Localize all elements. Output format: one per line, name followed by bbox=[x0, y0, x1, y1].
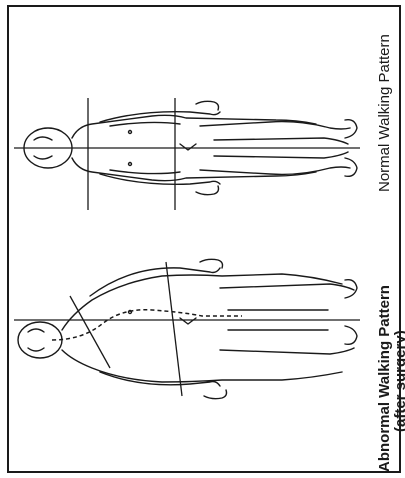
abnormal-shoulder-line bbox=[70, 296, 110, 368]
abnormal-hip-line bbox=[166, 262, 182, 396]
abnormal-label-line1: Abnormal Walking Pattern bbox=[376, 285, 393, 472]
figure-border bbox=[8, 6, 400, 472]
normal-label: Normal Walking Pattern bbox=[376, 34, 393, 192]
abnormal-label-line2: (after surgery) bbox=[392, 330, 405, 432]
abnormal-figure bbox=[18, 259, 357, 398]
